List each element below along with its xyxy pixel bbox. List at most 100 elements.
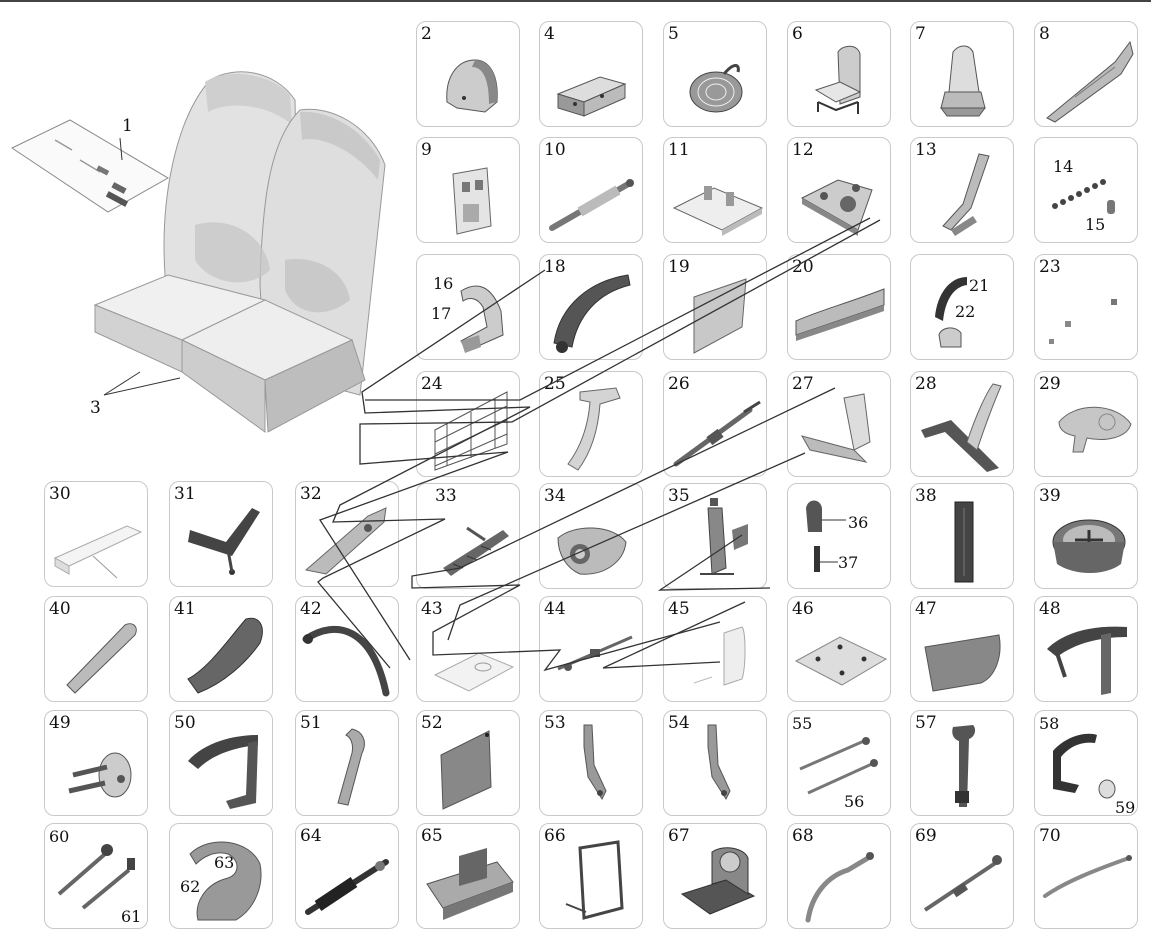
part-cell-50: 50 xyxy=(169,710,273,816)
part-cell-6: 6 xyxy=(787,21,891,127)
part-cell-45: 45 xyxy=(663,596,767,702)
part-cell-70: 70 xyxy=(1034,823,1138,929)
part-cell-53: 53 xyxy=(539,710,643,816)
part-cell-4: 4 xyxy=(539,21,643,127)
label-23: 23 xyxy=(1039,257,1061,277)
label-41: 41 xyxy=(174,599,196,619)
part-cell-14: 14 15 xyxy=(1034,137,1138,243)
part-cell-44: 44 xyxy=(539,596,643,702)
part-cell-23: 23 xyxy=(1034,254,1138,360)
seat-assembly-illustration: 1 3 xyxy=(0,0,420,470)
label-54: 54 xyxy=(668,713,690,733)
label-5: 5 xyxy=(668,24,679,44)
label-67: 67 xyxy=(668,826,690,846)
part-cell-21: 21 22 xyxy=(910,254,1014,360)
part-cell-2: 2 xyxy=(416,21,520,127)
label-57: 57 xyxy=(915,713,937,733)
part-cell-31: 31 xyxy=(169,481,273,587)
part-cell-60: 60 61 xyxy=(44,823,148,929)
part-cell-7: 7 xyxy=(910,21,1014,127)
label-7: 7 xyxy=(915,24,926,44)
label-51: 51 xyxy=(300,713,322,733)
part-cell-11: 11 xyxy=(663,137,767,243)
label-65: 65 xyxy=(421,826,443,846)
part-cell-39: 39 xyxy=(1034,483,1138,589)
part-cell-18: 18 xyxy=(539,254,643,360)
part-cell-5: 5 xyxy=(663,21,767,127)
part-cell-27: 27 xyxy=(787,371,891,477)
part-cell-24: 24 xyxy=(416,371,520,477)
label-70: 70 xyxy=(1039,826,1061,846)
label-15: 15 xyxy=(1085,215,1106,234)
part-cell-66: 66 xyxy=(539,823,643,929)
part-cell-69: 69 xyxy=(910,823,1014,929)
label-1: 1 xyxy=(122,116,133,136)
label-32: 32 xyxy=(300,484,322,504)
part-cell-38: 38 xyxy=(910,483,1014,589)
label-11: 11 xyxy=(668,140,690,160)
part-cell-64: 64 xyxy=(295,823,399,929)
part-cell-67: 67 xyxy=(663,823,767,929)
double-seat-icon xyxy=(93,71,386,433)
label-64: 64 xyxy=(300,826,322,846)
part-cell-54: 54 xyxy=(663,710,767,816)
label-14: 14 xyxy=(1053,157,1074,176)
label-48: 48 xyxy=(1039,599,1061,619)
part-cell-8: 8 xyxy=(1034,21,1138,127)
part-cell-65: 65 xyxy=(416,823,520,929)
label-12: 12 xyxy=(792,140,814,160)
part-cell-9: 9 xyxy=(416,137,520,243)
label-13: 13 xyxy=(915,140,937,160)
label-55: 55 xyxy=(792,714,813,733)
part-cell-33: 33 xyxy=(416,483,520,589)
label-49: 49 xyxy=(49,713,71,733)
part-cell-52: 52 xyxy=(416,710,520,816)
part-cell-42: 42 xyxy=(295,596,399,702)
part-cell-25: 25 xyxy=(539,371,643,477)
part-cell-12: 12 xyxy=(787,137,891,243)
label-6: 6 xyxy=(792,24,803,44)
part-cell-68: 68 xyxy=(787,823,891,929)
label-53: 53 xyxy=(544,713,566,733)
label-39: 39 xyxy=(1039,486,1061,506)
part-cell-62: 62 63 xyxy=(169,823,273,929)
part-cell-19: 19 xyxy=(663,254,767,360)
part-cell-36: 36 37 xyxy=(787,483,891,589)
part-cell-48: 48 xyxy=(1034,596,1138,702)
label-58: 58 xyxy=(1039,714,1060,733)
label-29: 29 xyxy=(1039,374,1061,394)
part-cell-49: 49 xyxy=(44,710,148,816)
part-cell-32: 32 xyxy=(295,481,399,587)
part-cell-20: 20 xyxy=(787,254,891,360)
part-cell-51: 51 xyxy=(295,710,399,816)
label-9: 9 xyxy=(421,140,432,160)
label-2: 2 xyxy=(421,24,432,44)
part-cell-58: 58 59 xyxy=(1034,710,1138,816)
label-50: 50 xyxy=(174,713,196,733)
part-cell-55: 55 56 xyxy=(787,710,891,816)
label-22: 22 xyxy=(955,302,976,321)
part-cell-47: 47 xyxy=(910,596,1014,702)
label-42: 42 xyxy=(300,599,322,619)
label-68: 68 xyxy=(792,826,814,846)
part-cell-35: 35 xyxy=(663,483,767,589)
label-28: 28 xyxy=(915,374,937,394)
part-cell-46: 46 xyxy=(787,596,891,702)
label-69: 69 xyxy=(915,826,937,846)
label-30: 30 xyxy=(49,484,71,504)
part-cell-29: 29 xyxy=(1034,371,1138,477)
label-62: 62 xyxy=(180,877,201,896)
label-63: 63 xyxy=(214,853,235,872)
label-4: 4 xyxy=(544,24,555,44)
part-cell-43: 43 xyxy=(416,596,520,702)
label-3: 3 xyxy=(90,398,101,418)
part-cell-10: 10 xyxy=(539,137,643,243)
part-cell-41: 41 xyxy=(169,596,273,702)
part-cell-40: 40 xyxy=(44,596,148,702)
label-40: 40 xyxy=(49,599,71,619)
top-border-line xyxy=(0,0,1151,2)
label-31: 31 xyxy=(174,484,196,504)
label-61: 61 xyxy=(121,907,142,926)
part-cell-34: 34 xyxy=(539,483,643,589)
label-52: 52 xyxy=(421,713,443,733)
